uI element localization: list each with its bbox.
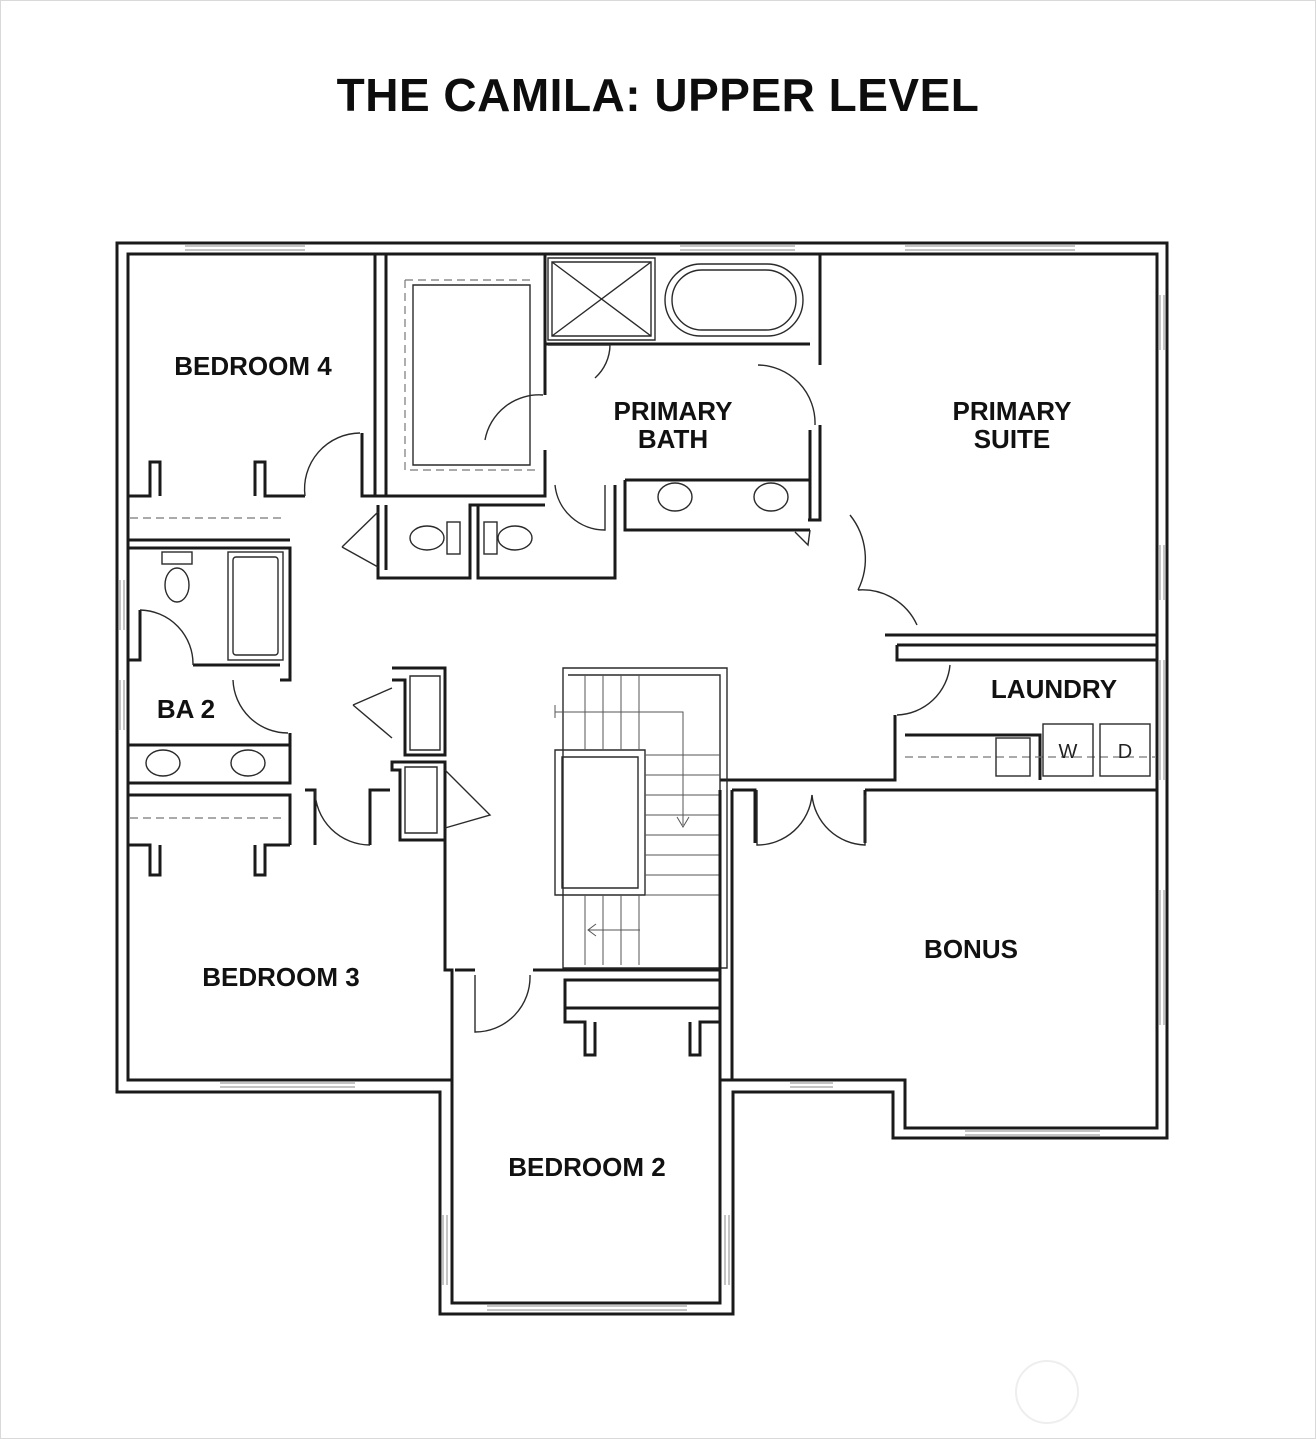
page-title: THE CAMILA: UPPER LEVEL [336, 69, 980, 121]
label-bedroom-2: BEDROOM 2 [508, 1152, 665, 1182]
door-swings [139, 344, 951, 1033]
label-washer: W [1059, 741, 1078, 763]
watermark-logo [1015, 1360, 1079, 1424]
label-ba-2: BA 2 [157, 694, 215, 724]
label-laundry: LAUNDRY [991, 674, 1117, 704]
label-bonus: BONUS [924, 934, 1018, 964]
interior-walls [128, 254, 1157, 1080]
label-bedroom-3: BEDROOM 3 [202, 962, 359, 992]
windows [119, 245, 1165, 1311]
label-primary-bath-line2: BATH [638, 424, 708, 454]
room-labels: BEDROOM 4 PRIMARY BATH PRIMARY SUITE BA … [157, 351, 1132, 1182]
label-primary-suite-line1: PRIMARY [953, 396, 1072, 426]
label-bedroom-4: BEDROOM 4 [174, 351, 332, 381]
label-primary-bath-line1: PRIMARY [614, 396, 733, 426]
label-primary-suite-line2: SUITE [974, 424, 1051, 454]
label-dryer: D [1118, 741, 1132, 763]
